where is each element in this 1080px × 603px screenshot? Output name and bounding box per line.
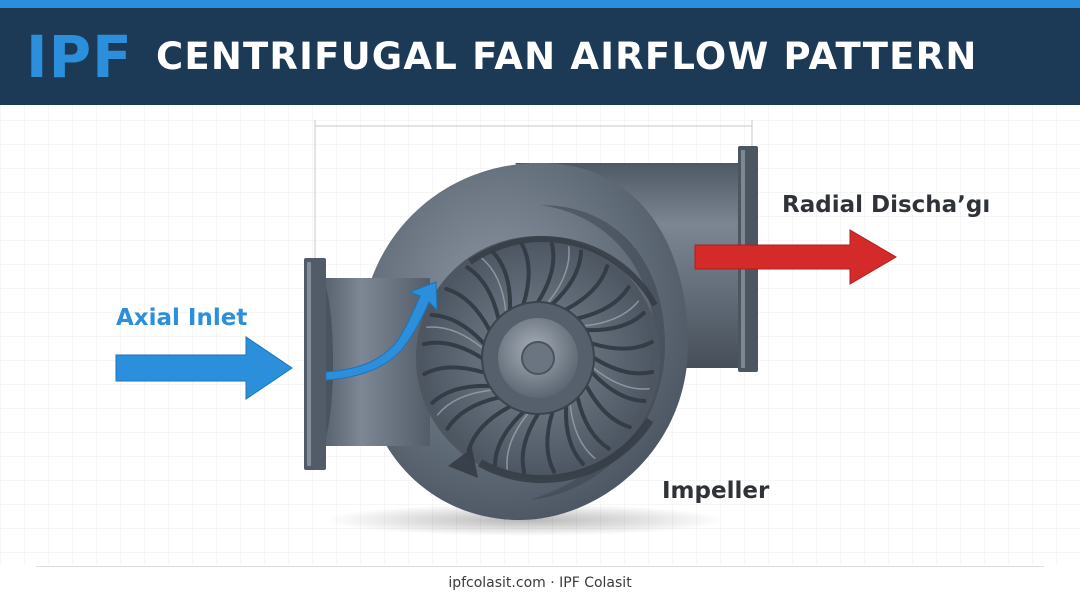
axial-inlet-label: Axial Inlet [116, 305, 248, 331]
top-accent-stripe [0, 0, 1080, 8]
footer-divider [36, 566, 1044, 567]
header-bar: IPF CENTRIFUGAL FAN AIRFLOW PATTERN [0, 8, 1080, 105]
radial-discharge-label: Radial Dischaʼgı [782, 192, 991, 218]
inlet-flow-curve [325, 281, 438, 381]
brand-logo: IPF [26, 23, 133, 91]
shaft [521, 341, 555, 375]
page-title: CENTRIFUGAL FAN AIRFLOW PATTERN [156, 35, 978, 78]
impeller-wheel [416, 236, 660, 480]
rotation-arrow [448, 236, 658, 484]
impeller-label: Impeller [662, 478, 770, 504]
footer-text: ipfcolasit.com · IPF Colasit [448, 575, 632, 591]
dimension-lines [314, 120, 753, 258]
arrow-right-icon [115, 336, 293, 400]
rotate-ccw-icon [448, 448, 478, 478]
fan-diagram [0, 105, 1080, 565]
arrow-right-icon [694, 229, 897, 285]
ground-shadow [325, 504, 725, 536]
